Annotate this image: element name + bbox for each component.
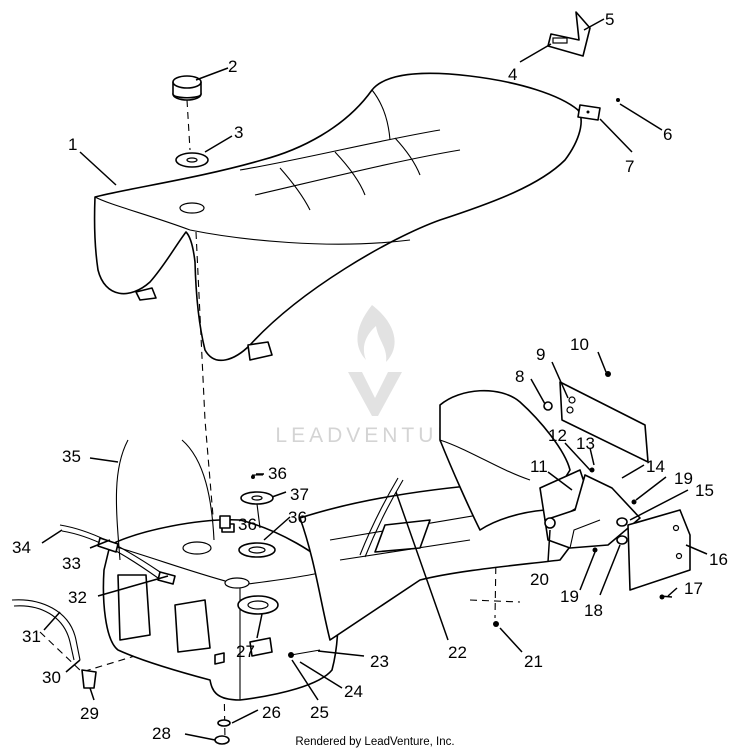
callout-16: 16: [709, 550, 728, 569]
callout-36-top: 36: [268, 464, 287, 483]
callout-13: 13: [576, 434, 595, 453]
frame-hose: [359, 477, 404, 558]
callout-31: 31: [22, 627, 41, 646]
callout-11: 11: [530, 457, 548, 476]
callout-15: 15: [695, 481, 714, 500]
leadventure-watermark: LEADVENTURE: [275, 305, 474, 447]
callout-36-middle: 36: [288, 508, 307, 527]
callout-27: 27: [236, 642, 255, 661]
watermark-text: LEADVENTURE: [275, 424, 474, 447]
footer-credit: Rendered by LeadVenture, Inc.: [295, 736, 454, 748]
small-fasteners: [214, 621, 499, 745]
callout-34: 34: [12, 538, 31, 557]
callout-36-lower: 36: [238, 515, 257, 534]
callout-28: 28: [152, 724, 171, 743]
callout-10: 10: [570, 335, 589, 354]
callout-33: 33: [62, 554, 81, 573]
callout-5: 5: [605, 10, 614, 29]
callout-6: 6: [663, 125, 672, 144]
callout-22: 22: [448, 643, 467, 662]
callout-numbers: 1 2 3 4 5 6 7 8 9 10 11 12 13 14 15 16 1…: [12, 10, 728, 743]
callout-12: 12: [548, 426, 567, 445]
callout-9: 9: [536, 345, 545, 364]
callout-3: 3: [234, 123, 243, 142]
fuel-tank: [102, 518, 339, 701]
frame-chassis: [299, 389, 591, 641]
callout-30: 30: [42, 668, 61, 687]
callout-leaders: [41, 18, 708, 741]
seat-assembly: [93, 72, 582, 362]
fuel-cap: [172, 75, 202, 101]
callout-1: 1: [68, 135, 77, 154]
callout-23: 23: [370, 652, 389, 671]
mounting-plate: [543, 371, 649, 463]
callout-32: 32: [68, 588, 87, 607]
callout-19-lower: 19: [560, 587, 579, 606]
callout-24: 24: [344, 682, 363, 701]
callout-19-upper: 19: [674, 469, 693, 488]
callout-8: 8: [515, 367, 524, 386]
callout-4: 4: [508, 65, 517, 84]
callout-26: 26: [262, 703, 281, 722]
rear-bumper-bracket: [544, 467, 641, 553]
fuel-sender: [219, 474, 274, 529]
callout-29: 29: [80, 704, 99, 723]
callout-17: 17: [684, 579, 703, 598]
seat-rear-plate: [577, 98, 620, 121]
callout-20: 20: [530, 570, 549, 589]
cap-gasket: [175, 152, 209, 168]
hitch-bracket: [627, 509, 691, 600]
callout-14: 14: [646, 457, 665, 476]
callout-35: 35: [62, 447, 81, 466]
callout-25: 25: [310, 703, 329, 722]
callout-21: 21: [524, 652, 543, 671]
callout-7: 7: [625, 157, 634, 176]
seat-latch-bracket: [547, 11, 591, 57]
callout-37: 37: [290, 485, 309, 504]
callout-2: 2: [228, 57, 237, 76]
callout-18: 18: [584, 601, 603, 620]
fuel-vent-hoses: [11, 439, 215, 689]
